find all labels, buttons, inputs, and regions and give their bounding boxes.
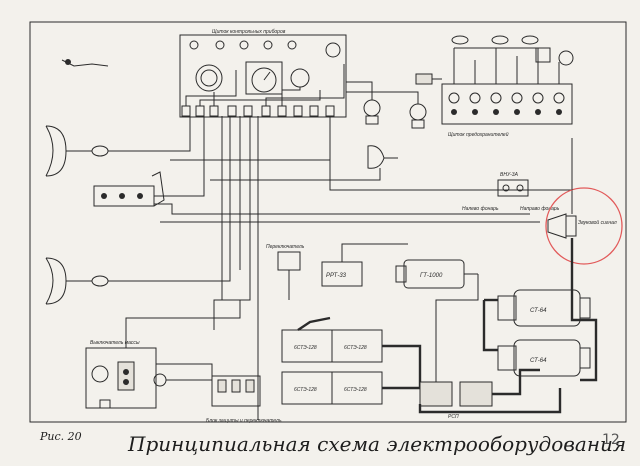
signal-label: Звуковой сигнал <box>578 219 617 226</box>
terminal-strip <box>181 105 335 117</box>
sheet-frame <box>29 21 627 423</box>
generator-label: ГТ-1000 <box>420 273 443 279</box>
right-lamp-label: Направо фонарь <box>520 206 560 212</box>
vnu-unit: ВНУ-3А Налево фонарь Направо фонарь <box>462 172 560 212</box>
voltmeter-gauge <box>251 67 277 93</box>
starter-1-label: СТ-64 <box>530 308 547 314</box>
ignition-block-label: Блок защиты и переключатель <box>206 418 282 424</box>
headlight-lower <box>45 116 231 305</box>
page-number: 12 <box>602 432 620 448</box>
starter-2-label: СТ-64 <box>530 358 547 364</box>
starter-1: СТ-64 <box>497 289 591 327</box>
battery-3-label: 6СТЭ-128 <box>294 387 317 393</box>
switch-knob <box>325 42 341 58</box>
bus-1 <box>210 168 381 181</box>
ammeter-gauge <box>195 64 223 92</box>
panel-lamps <box>346 81 427 129</box>
sensor-probe <box>61 59 109 67</box>
bus-2 <box>329 116 530 191</box>
generator: ГТ-1000 <box>395 259 478 289</box>
diagram-title: Принципиальная схема электрооборудования <box>127 432 626 456</box>
switch-panel: Переключатель <box>266 244 305 300</box>
ignition-block: Блок защиты и переключатель <box>206 375 282 424</box>
vnu-label: ВНУ-3А <box>500 172 519 178</box>
instrument-panel: Щиток контрольных приборов <box>179 29 347 118</box>
headlight-upper <box>45 116 191 177</box>
battery-2-label: 6СТЭ-128 <box>344 345 367 351</box>
mass-switch-panel: Выключатель массы <box>85 300 241 409</box>
fuse-box-label: Щиток предохранителей <box>448 131 509 138</box>
relay-label: РСП <box>448 414 459 420</box>
mass-switch-label: Выключатель массы <box>90 340 140 346</box>
signal-unit: Звуковой сигнал <box>530 187 623 265</box>
red-annotation-circle <box>545 187 623 265</box>
dimmer-switch <box>93 116 530 215</box>
battery-1-label: 6СТЭ-128 <box>294 345 317 351</box>
pressure-gauge <box>290 68 310 88</box>
left-lamp-label: Налево фонарь <box>462 206 499 212</box>
battery-4-label: 6СТЭ-128 <box>344 387 367 393</box>
lamp-icon <box>558 50 574 66</box>
main-cable-right <box>570 238 598 382</box>
voltage-regulator: РРТ-33 <box>321 243 408 287</box>
battery-bank: 6СТЭ-128 6СТЭ-128 6СТЭ-128 6СТЭ-128 <box>281 316 422 405</box>
figure-label: Рис. 20 <box>39 430 82 443</box>
regulator-label: РРТ-33 <box>326 273 347 279</box>
relay-units: РСП <box>419 274 540 420</box>
starter-2: СТ-64 <box>497 339 591 377</box>
switch-panel-label: Переключатель <box>266 244 305 250</box>
horn <box>367 145 398 169</box>
instrument-panel-label: Щиток контрольных приборов <box>212 29 286 35</box>
fuse-box: Щиток предохранителей <box>415 35 574 138</box>
